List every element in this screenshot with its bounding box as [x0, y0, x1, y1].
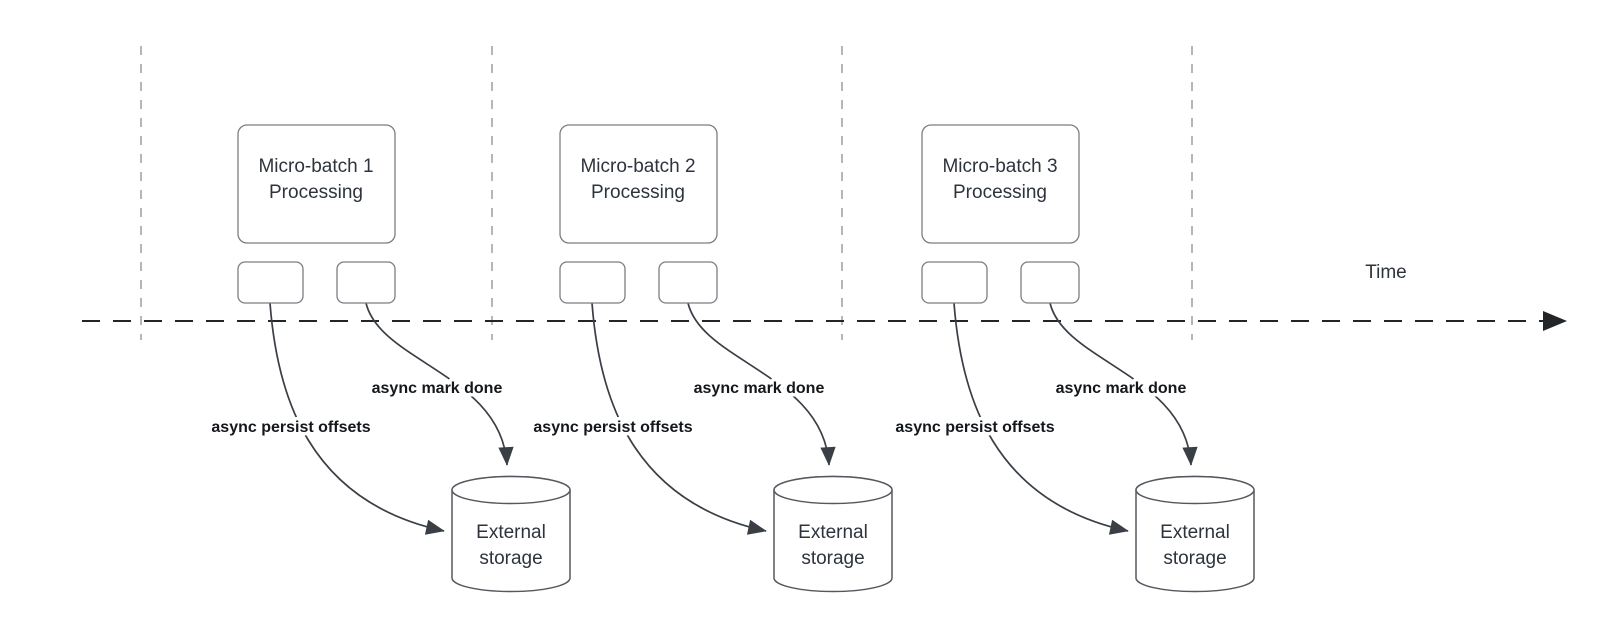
processing-box-label-line2: Processing [953, 182, 1047, 203]
time-axis: Time [82, 262, 1567, 331]
persist-task-box [559, 261, 626, 304]
external-storage-cylinder [773, 475, 893, 593]
mark-done-label: async mark done [694, 380, 825, 397]
time-label: Time [1365, 262, 1407, 283]
processing-box [921, 124, 1080, 244]
processing-box-label-line1: Micro-batch 1 [258, 156, 373, 177]
processing-box-label-line1: Micro-batch 3 [942, 156, 1057, 177]
external-storage-label-line1: External [1160, 522, 1230, 543]
interval-dividers [140, 46, 1193, 340]
microbatch-group-3: Micro-batch 3 Processing async persist o… [892, 124, 1255, 593]
processing-box [559, 124, 718, 244]
mark-done-label: async mark done [1056, 380, 1187, 397]
processing-box-label-line2: Processing [269, 182, 363, 203]
processing-box [237, 124, 396, 244]
external-storage-cylinder [1135, 475, 1255, 593]
mark-done-arrow [687, 302, 836, 466]
external-storage-label-line2: storage [479, 548, 542, 569]
external-storage-cylinder [451, 475, 571, 593]
mark-done-label: async mark done [372, 380, 503, 397]
mark-done-arrow [1049, 302, 1198, 466]
mark-task-box [1020, 261, 1080, 304]
cylinder-top [451, 475, 571, 505]
external-storage-label-line1: External [476, 522, 546, 543]
cylinder-top [773, 475, 893, 505]
persist-task-box [237, 261, 304, 304]
external-storage-label-line2: storage [801, 548, 864, 569]
microbatch-group-2: Micro-batch 2 Processing async persist o… [530, 124, 893, 593]
persist-offsets-label: async persist offsets [895, 419, 1054, 436]
mark-done-arrow [365, 302, 514, 466]
mark-task-box [658, 261, 718, 304]
processing-box-label-line2: Processing [591, 182, 685, 203]
persist-offsets-arrow [591, 302, 767, 535]
persist-task-box [921, 261, 988, 304]
external-storage-label-line2: storage [1163, 548, 1226, 569]
persist-offsets-arrow [269, 302, 445, 535]
persist-offsets-label: async persist offsets [211, 419, 370, 436]
mark-task-box [336, 261, 396, 304]
persist-offsets-label: async persist offsets [533, 419, 692, 436]
cylinder-top [1135, 475, 1255, 505]
processing-box-label-line1: Micro-batch 2 [580, 156, 695, 177]
external-storage-label-line1: External [798, 522, 868, 543]
microbatch-group-1: Micro-batch 1 Processing async persist o… [208, 124, 571, 593]
persist-offsets-arrow [953, 302, 1129, 535]
